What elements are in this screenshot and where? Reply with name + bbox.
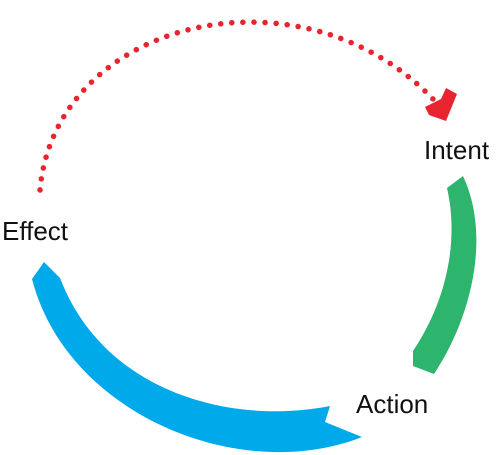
intent-to-action-arrow bbox=[413, 176, 477, 374]
effect-to-intent-arrowhead-icon bbox=[425, 88, 457, 121]
effect-label: Effect bbox=[2, 216, 69, 246]
action-to-effect-arrow bbox=[32, 262, 362, 453]
action-label: Action bbox=[356, 389, 429, 419]
effect-to-intent-dotted-arrow bbox=[37, 19, 437, 193]
intent-label: Intent bbox=[424, 135, 490, 165]
